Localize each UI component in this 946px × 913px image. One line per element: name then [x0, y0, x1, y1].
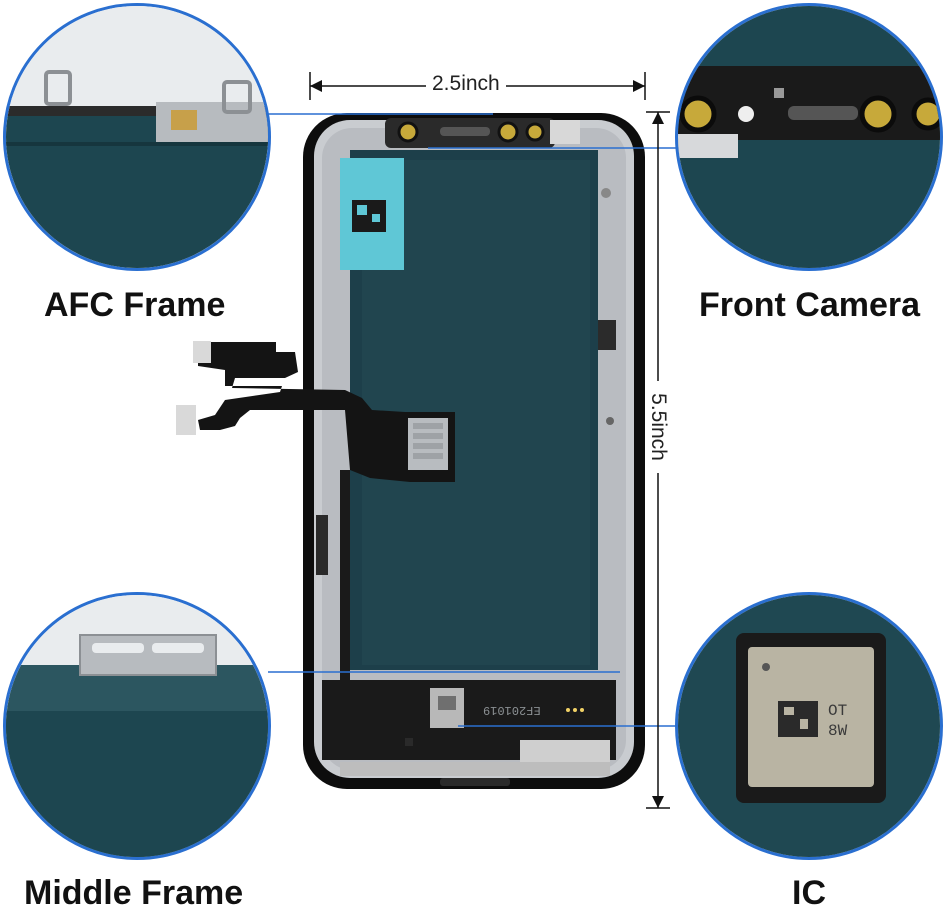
afc-frame-zoom [3, 3, 271, 271]
ic-chip-marking-2: 8W [828, 722, 848, 740]
ic-chip-marking-1: OT [828, 702, 848, 720]
middle-frame-label: Middle Frame [24, 874, 244, 912]
afc-frame-label: AFC Frame [44, 286, 226, 324]
front-camera-zoom [675, 3, 943, 271]
ic-zoom [675, 592, 943, 860]
middle-frame-zoom [3, 592, 271, 860]
board-marking: EF201019 [483, 703, 541, 717]
front-camera-label: Front Camera [699, 286, 921, 324]
ic-label: IC [792, 874, 826, 912]
height-dimension-label: 5.5inch [646, 381, 670, 473]
width-dimension-label: 2.5inch [426, 72, 506, 96]
